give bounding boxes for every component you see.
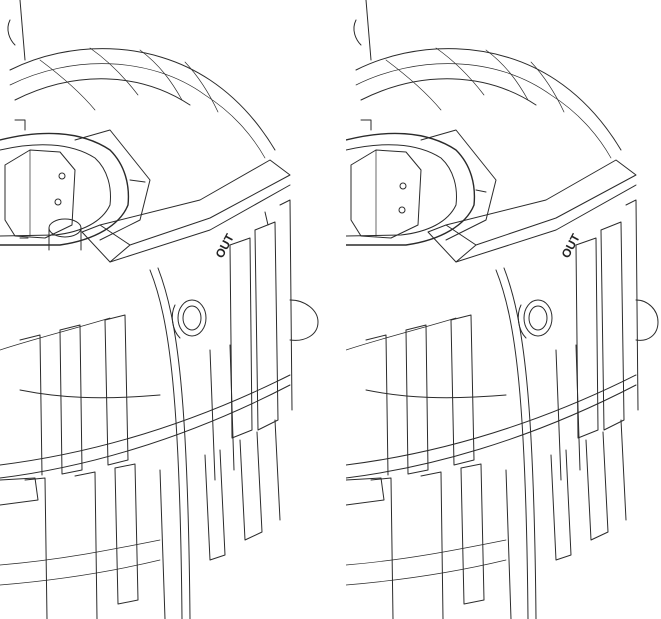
tank-line-art-left: OUT — [0, 0, 319, 619]
out-label: OUT — [559, 231, 584, 261]
tank-line-art-right: OUT — [346, 0, 659, 619]
out-label: OUT — [213, 231, 238, 261]
tank-drawing-right: OUT — [346, 0, 661, 619]
tank-drawing-left: OUT — [0, 0, 330, 619]
